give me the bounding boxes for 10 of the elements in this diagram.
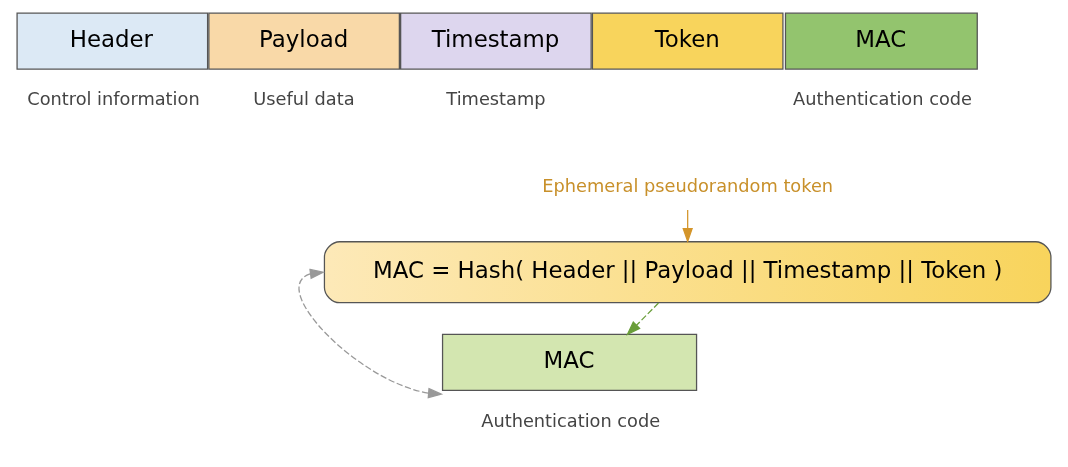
arrow (682, 209, 693, 244)
node-label: Authentication code (481, 409, 661, 431)
arrow (626, 302, 660, 336)
node-label: Useful data (253, 88, 355, 110)
node-label: Timestamp (446, 88, 546, 110)
arrow (298, 268, 444, 399)
node-text: Ephemeral pseudorandom token (542, 174, 834, 196)
node-box: MAC = Hash( Header || Payload || Timestamp || Token ) (323, 241, 1052, 304)
node-label: Authentication code (793, 88, 972, 110)
node-label: Control information (27, 88, 200, 110)
